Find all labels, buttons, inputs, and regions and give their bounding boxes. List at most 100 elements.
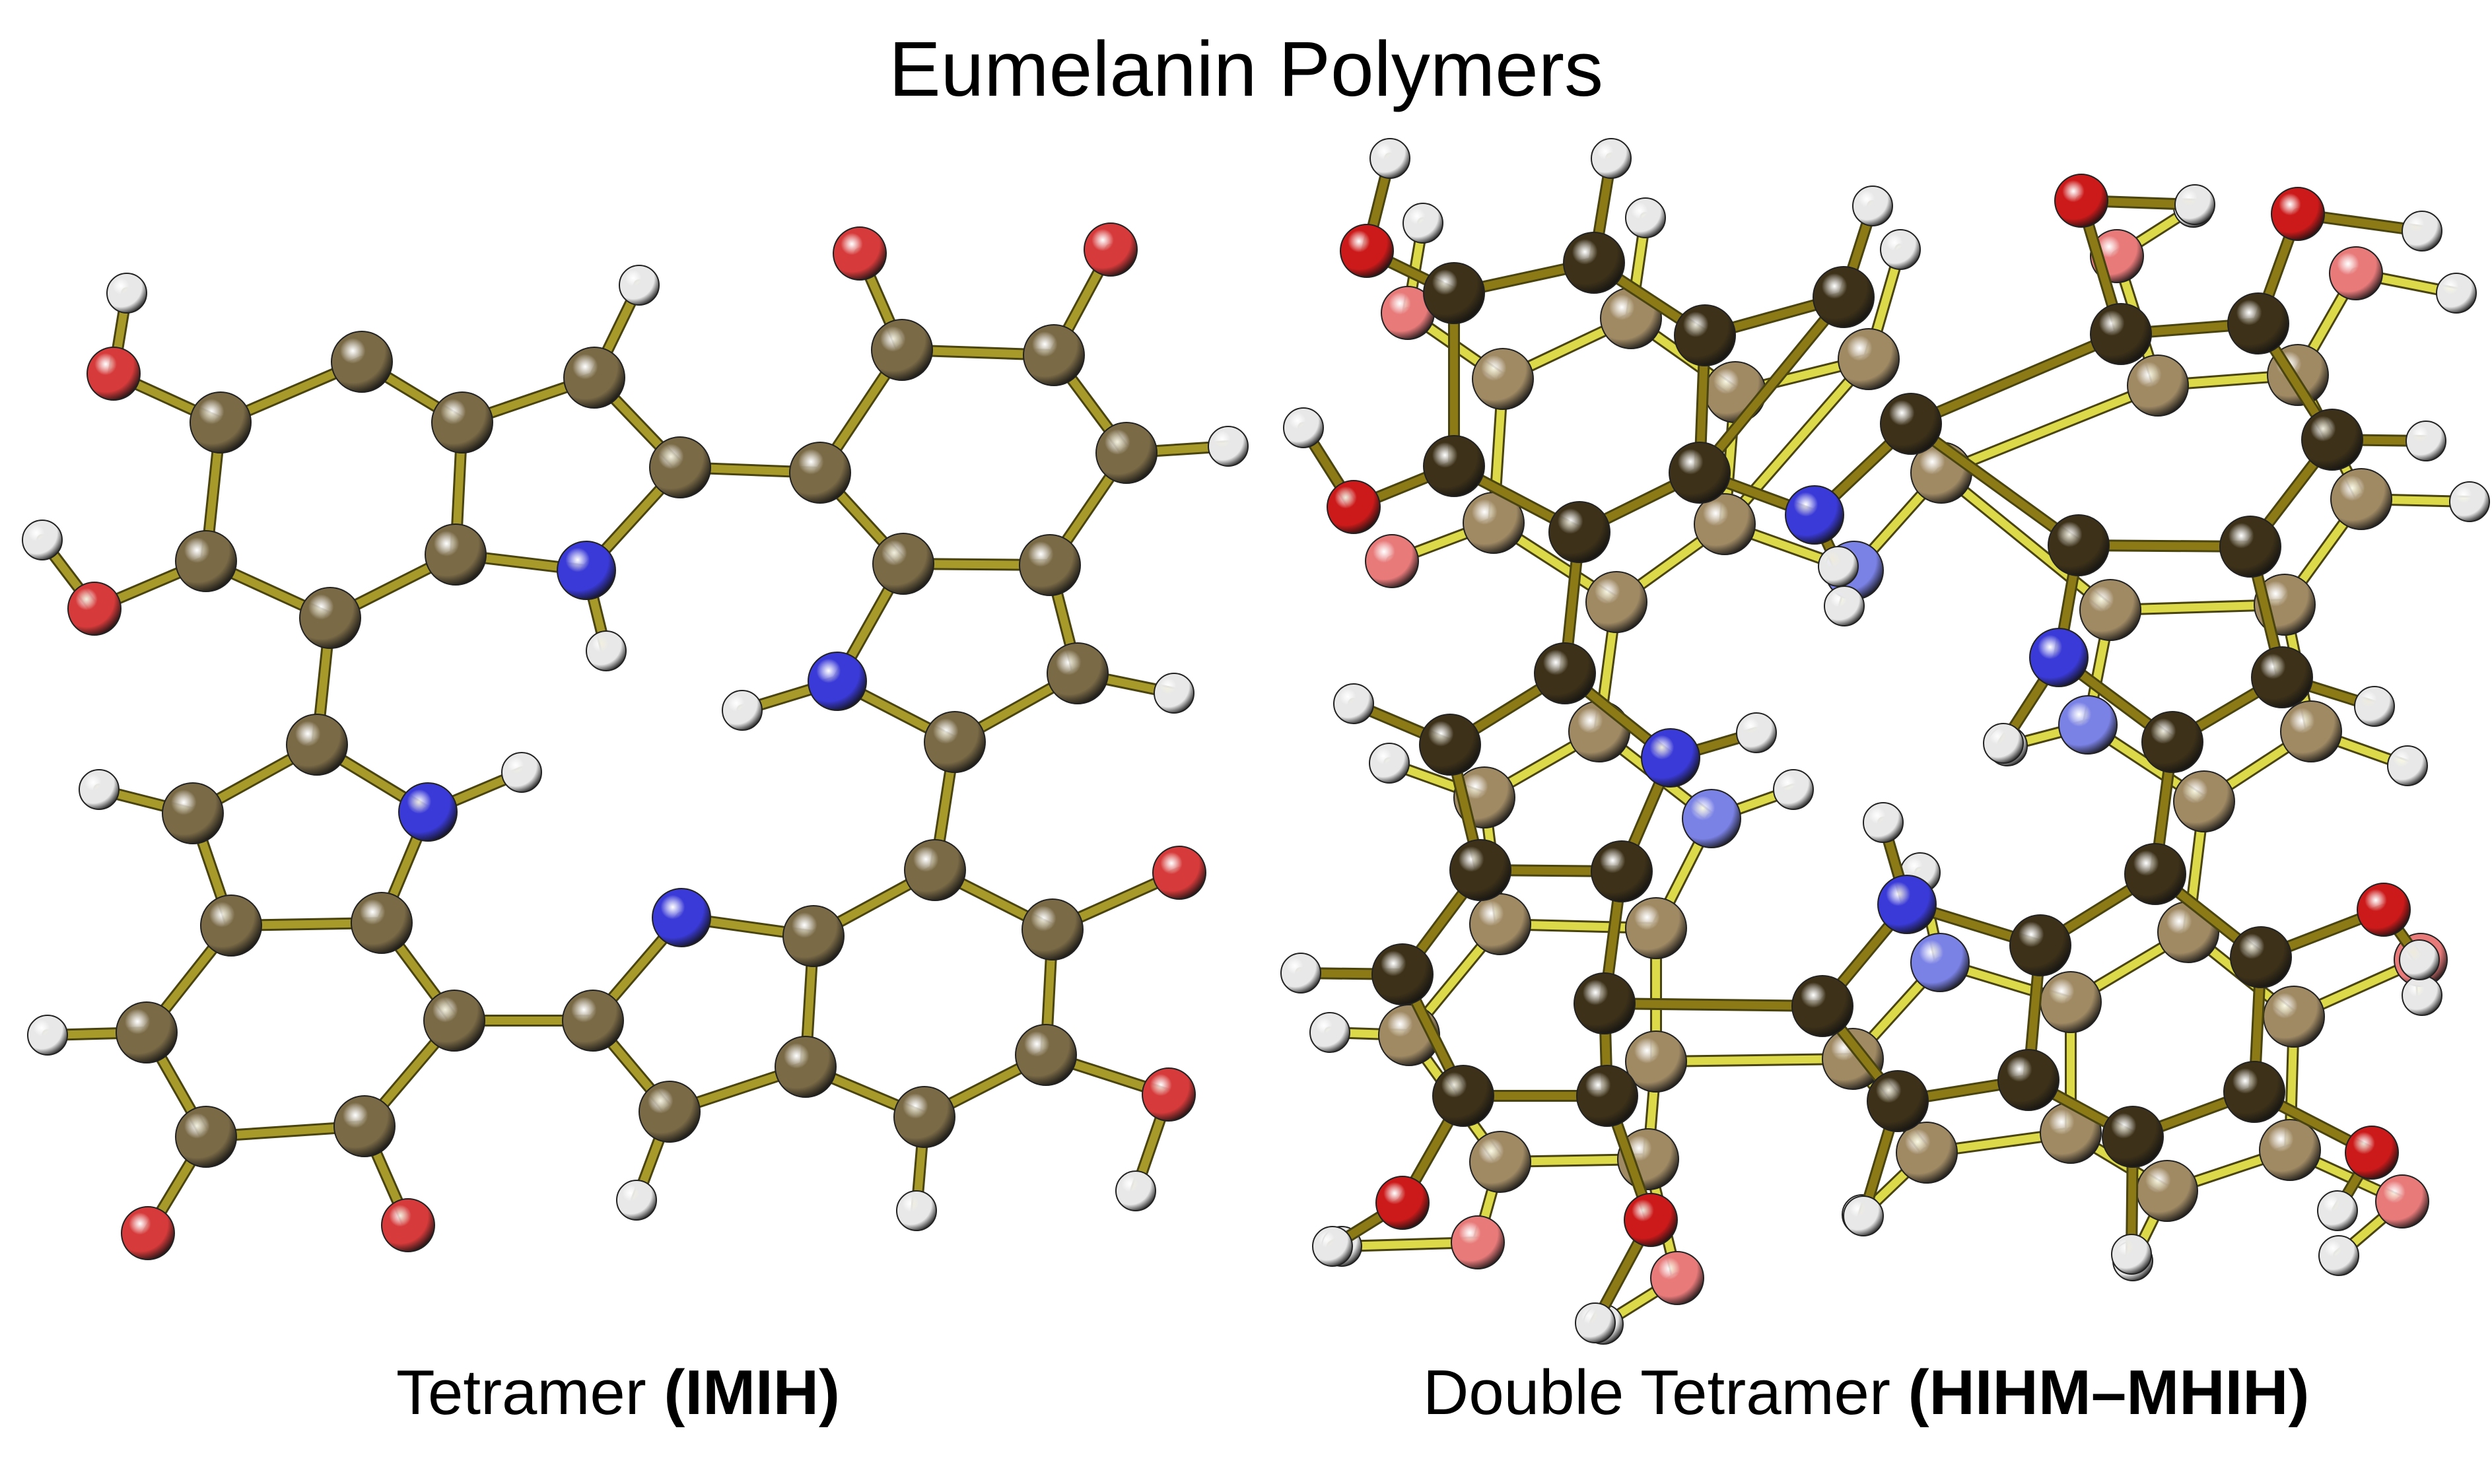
oxygen-atom — [1142, 1067, 1196, 1122]
oxygen-atom — [67, 582, 121, 636]
carbon-atom — [1469, 893, 1531, 955]
carbon-atom — [2127, 354, 2189, 417]
carbon-atom — [1015, 1024, 1077, 1086]
oxygen-atom — [1152, 846, 1206, 900]
oxygen-atom — [1340, 224, 1394, 278]
figure-title: Eumelanin Polymers — [888, 26, 1604, 113]
hydrogen-atom — [586, 630, 627, 671]
nitrogen-atom — [1785, 485, 1844, 545]
oxygen-atom — [2054, 174, 2108, 228]
carbon-atom — [1704, 361, 1766, 423]
hydrogen-atom — [1983, 723, 2024, 764]
carbon-atom — [2124, 843, 2186, 905]
carbon-atom — [1449, 839, 1511, 901]
hydrogen-atom — [1818, 546, 1859, 587]
carbon-atom — [639, 1081, 701, 1143]
carbon-atom — [2102, 1106, 2164, 1168]
carbon-atom — [1896, 1122, 1958, 1184]
hydrogen-atom — [1852, 186, 1893, 226]
bond — [1907, 420, 2083, 549]
oxygen-atom — [1365, 534, 1419, 588]
nitrogen-atom — [1682, 789, 1741, 848]
hydrogen-atom — [2402, 975, 2442, 1016]
carbon-atom — [563, 347, 625, 409]
carbon-atom — [2230, 926, 2292, 988]
carbon-atom — [1625, 897, 1687, 959]
hydrogen-atom — [2174, 184, 2215, 225]
carbon-atom — [175, 1106, 237, 1168]
carbon-atom — [893, 1086, 955, 1148]
oxygen-atom — [833, 226, 887, 281]
carbon-atom — [2136, 1160, 2198, 1222]
hydrogen-atom — [896, 1190, 937, 1231]
hydrogen-atom — [1154, 673, 1194, 714]
oxygen-atom — [1375, 1176, 1430, 1230]
hydrogen-atom — [2449, 481, 2490, 522]
carbon-atom — [1469, 1131, 1531, 1193]
hydrogen-atom — [1736, 712, 1777, 753]
carbon-atom — [1674, 304, 1736, 366]
carbon-atom — [562, 990, 624, 1052]
carbon-atom — [904, 839, 966, 901]
carbon-atom — [1813, 266, 1875, 328]
hydrogen-atom — [2354, 686, 2395, 727]
carbon-atom — [331, 331, 393, 393]
double-tetramer-molecule — [1280, 138, 2490, 1345]
hydrogen-atom — [1309, 1012, 1350, 1053]
carbon-atom — [924, 711, 986, 773]
nitrogen-atom — [557, 541, 616, 600]
hydrogen-atom — [501, 752, 542, 793]
bond — [1937, 469, 2114, 614]
caption-tetramer: Tetramer (IMIH) — [396, 1350, 840, 1436]
oxygen-atom — [1650, 1251, 1704, 1305]
carbon-atom — [2173, 770, 2235, 832]
hydrogen-atom — [1402, 203, 1443, 244]
carbon-atom — [175, 530, 237, 592]
hydrogen-atom — [106, 273, 147, 314]
carbon-atom — [1371, 943, 1434, 1005]
carbon-atom — [2009, 914, 2071, 976]
carbon-atom — [431, 391, 493, 454]
carbon-atom — [789, 442, 851, 504]
atom-group — [1280, 138, 2446, 1343]
carbon-atom — [2223, 1061, 2285, 1123]
carbon-atom — [1423, 262, 1485, 324]
hydrogen-atom — [22, 520, 63, 560]
carbon-atom — [2219, 516, 2281, 578]
hydrogen-atom — [722, 690, 763, 731]
nitrogen-atom — [1877, 875, 1937, 934]
carbon-atom — [299, 587, 361, 649]
bond — [1937, 382, 2162, 477]
nitrogen-atom — [1641, 728, 1700, 788]
carbon-atom — [423, 990, 485, 1052]
carbon-atom — [1669, 442, 1731, 504]
hydrogen-atom — [1575, 1302, 1616, 1343]
carbon-atom — [1791, 975, 1853, 1037]
hydrogen-atom — [1283, 407, 1324, 448]
hydrogen-atom — [616, 1180, 657, 1221]
nitrogen-atom — [808, 652, 867, 711]
hydrogen-atom — [1115, 1170, 1156, 1211]
bond — [1907, 330, 2125, 428]
caption-double-tetramer-code: (HIHM–MHIH) — [1908, 1357, 2310, 1428]
carbon-atom — [2330, 468, 2392, 530]
hydrogen-atom — [1773, 769, 1814, 810]
carbon-atom — [782, 905, 845, 967]
carbon-atom — [1534, 642, 1596, 704]
hydrogen-atom — [1880, 229, 1921, 270]
bond — [1652, 1055, 1857, 1065]
carbon-atom — [1822, 1028, 1884, 1090]
carbon-atom — [2090, 303, 2152, 365]
carbon-atom — [1838, 328, 1900, 390]
tetramer-molecule — [22, 222, 1249, 1260]
carbon-atom — [116, 1001, 178, 1063]
double-tetramer-hihm-mhih-layer-dark — [1280, 138, 2446, 1343]
carbon-atom — [1095, 422, 1158, 484]
carbon-atom — [1047, 642, 1109, 704]
carbon-atom — [871, 319, 933, 381]
carbon-atom — [1019, 534, 1081, 596]
oxygen-atom — [2345, 1126, 2399, 1180]
bond — [1601, 999, 1826, 1010]
carbon-atom — [1694, 493, 1756, 555]
